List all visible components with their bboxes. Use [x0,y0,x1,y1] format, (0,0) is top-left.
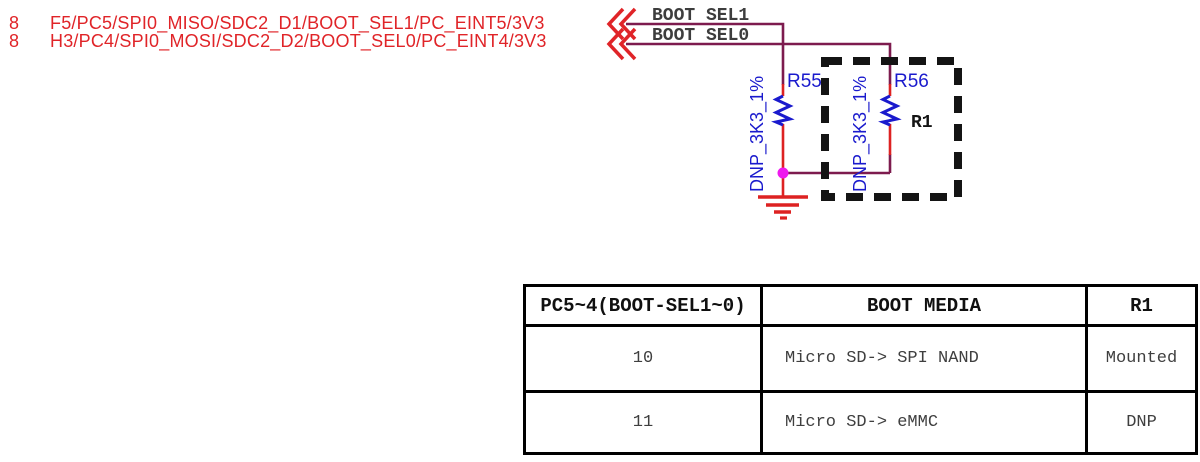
pin-signal-label: F5/PC5/SPI0_MISO/SDC2_D1/BOOT_SEL1/PC_EI… [50,13,545,33]
r56-resistor-symbol [878,94,902,127]
boot-sel1-wire [626,22,785,85]
r55-value-label: DNP_3K3_1% [747,76,768,192]
r55-ref-label: R55 [787,71,822,92]
cell-boot-media: Micro SD-> SPI NAND [760,324,1088,393]
table-header-row: PC5~4(BOOT-SEL1~0) BOOT MEDIA R1 [523,284,1198,327]
table-row: 10 Micro SD-> SPI NAND Mounted [523,324,1198,393]
net-label-boot-sel0: BOOT SEL0 [652,26,749,46]
boot-media-table: PC5~4(BOOT-SEL1~0) BOOT MEDIA R1 10 Micr… [523,284,1198,455]
pin-callout-row: 8 F5/PC5/SPI0_MISO/SDC2_D1/BOOT_SEL1/PC_… [0,13,544,33]
r56-value-label: DNP_3K3_1% [850,76,871,192]
pin-callout-row: 8 H3/PC4/SPI0_MOSI/SDC2_D2/BOOT_SEL0/PC_… [0,31,546,51]
cell-sel-value: 11 [523,390,763,455]
cell-r1-state: DNP [1085,390,1198,455]
cell-sel-value: 10 [523,324,763,393]
r55-resistor-symbol [771,94,795,127]
off-page-chevron-icon [606,7,637,61]
net-wires [626,22,892,175]
r56-ref-label: R56 [894,71,929,92]
pin-signal-label: H3/PC4/SPI0_MOSI/SDC2_D2/BOOT_SEL0/PC_EI… [50,31,547,51]
cell-r1-state: Mounted [1085,324,1198,393]
dnp-box-ref-label: R1 [911,113,933,133]
pin-number: 8 [9,13,20,33]
net-label-boot-sel1: BOOT SEL1 [652,6,749,26]
pin-number: 8 [9,31,20,51]
junction-dot [777,167,789,179]
header-r1: R1 [1085,284,1198,327]
boot-sel0-wire [626,42,892,85]
dnp-option-box [821,57,962,201]
header-boot-sel: PC5~4(BOOT-SEL1~0) [523,284,763,327]
cell-boot-media: Micro SD-> eMMC [760,390,1088,455]
resistor-leads [781,84,892,174]
header-boot-media: BOOT MEDIA [760,284,1088,327]
table-row: 11 Micro SD-> eMMC DNP [523,390,1198,455]
